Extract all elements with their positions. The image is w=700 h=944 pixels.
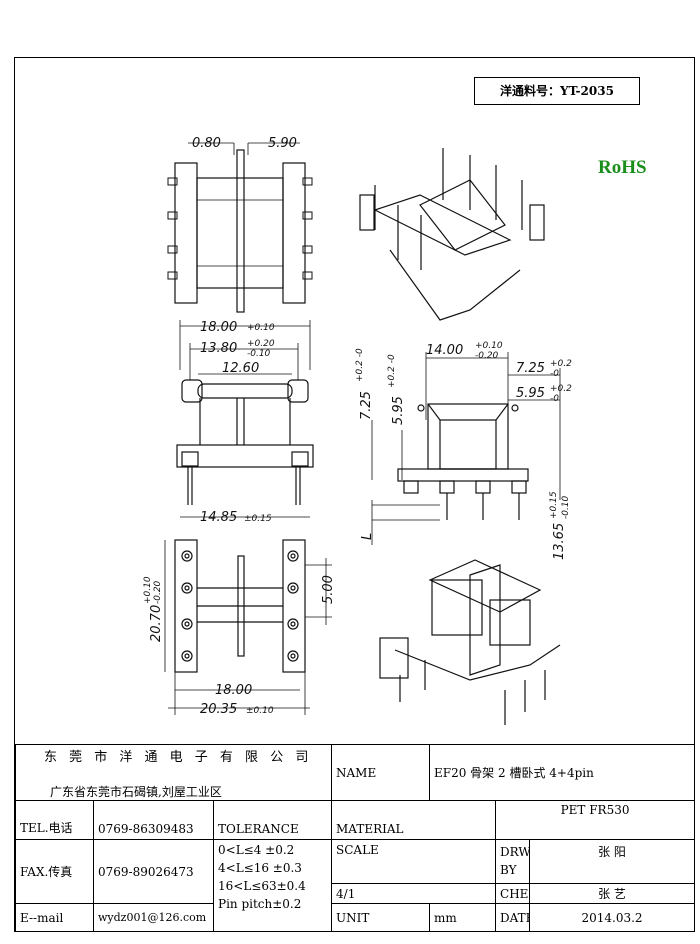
name-label: NAME (331, 744, 431, 801)
material-label: MATERIAL (331, 800, 497, 840)
dim-side-pin-length: L (360, 533, 375, 540)
dim-bottom-width-overall: 20.35 (200, 702, 237, 717)
dim-side-left-h2-tol: +0.2 -0 (387, 354, 397, 388)
isometric-view-top (359, 148, 545, 321)
part-number: 洋通料号：YT-2035 (500, 84, 614, 98)
dim-side-h1-tol-upper: +0.2 (550, 359, 572, 369)
dim-side-height-tol-upper: +0.15 (549, 491, 559, 519)
dim-side-h2-tol-lower: -0 (550, 394, 559, 404)
check-value: 张 艺 (529, 883, 696, 904)
dim-side-width-tol-upper: +0.10 (475, 341, 503, 351)
company-name: 东 莞 市 洋 通 电 子 有 限 公 司 (44, 749, 313, 765)
name-value: EF20 骨架 2 槽卧式 4+4pin (429, 744, 696, 801)
tolerance-label: TOLERANCE (212, 800, 333, 840)
dim-side-height: 13.65 (552, 523, 567, 560)
dim-front-width-inner: 12.60 (222, 361, 259, 376)
top-view (167, 142, 313, 313)
check-label: CHECK (495, 883, 531, 904)
drawing-sheet-border (14, 57, 695, 932)
tolerance-row-4: Pin pitch±0.2 (218, 897, 302, 911)
front-view (176, 320, 314, 518)
dim-front-pin-span-tol: ±0.15 (244, 514, 272, 524)
tolerance-row-3: 16<L≤63±0.4 (218, 879, 306, 893)
fax-label: FAX.传真 (15, 839, 94, 904)
dim-bottom-width-overall-tol: ±0.10 (246, 706, 274, 716)
dim-front-width-body-tol-lower: -0.10 (247, 349, 271, 359)
date-label: DATE (495, 903, 531, 932)
isometric-view-bottom (379, 559, 561, 725)
part-number-box: 洋通料号：YT-2035 (474, 77, 640, 105)
email-label: E--mail (15, 903, 94, 932)
dim-top-d2: 5.90 (268, 136, 297, 151)
unit-value: mm (429, 903, 497, 932)
fax-value: 0769-89026473 (93, 839, 214, 904)
dim-bottom-height-tol-upper: +0.10 (143, 576, 153, 604)
tel-label: TEL.电话 (15, 800, 94, 840)
dim-front-pin-span: 14.85 (200, 510, 237, 525)
scale-label: SCALE (331, 839, 497, 884)
dim-bottom-pitch: 5.00 (321, 575, 336, 604)
bottom-view (164, 539, 332, 715)
drawn-value: 张 阳 (529, 839, 696, 884)
dim-side-h1: 7.25 (516, 361, 545, 376)
dim-side-height-tol-lower: -0.10 (561, 495, 571, 519)
dim-side-h2: 5.95 (516, 386, 545, 401)
dim-side-h2-tol-upper: +0.2 (550, 384, 572, 394)
dim-bottom-width: 18.00 (215, 683, 252, 698)
side-view (371, 352, 561, 545)
dim-front-width-overall: 18.00 (200, 320, 237, 335)
tolerance-row-2: 4<L≤16 ±0.3 (218, 861, 302, 875)
scale-value: 4/1 (331, 883, 497, 904)
dim-bottom-height-tol-lower: -0.20 (153, 580, 163, 604)
tel-value: 0769-86309483 (93, 800, 214, 840)
drawn-label-1: DRWA (500, 845, 530, 859)
unit-label: UNIT (331, 903, 431, 932)
dim-side-left-h1: 7.25 (359, 391, 374, 420)
material-value: PET FR530 (495, 800, 696, 840)
dim-bottom-height: 20.70 (149, 605, 164, 642)
dim-front-width-overall-tol: +0.10 (247, 323, 275, 333)
date-value: 2014.03.2 (529, 903, 696, 932)
dim-side-left-h2: 5.95 (391, 396, 406, 425)
dim-side-left-h1-tol: +0.2 -0 (355, 348, 365, 382)
dim-side-width-tol-lower: -0.20 (475, 351, 499, 361)
title-block: 东 莞 市 洋 通 电 子 有 限 公 司 广东省东莞市石碣镇,刘屋工业区 NA… (14, 744, 696, 932)
dim-front-width-body: 13.80 (200, 341, 237, 356)
rohs-mark: RoHS (598, 157, 647, 178)
email-value: wydz001@126.com (93, 903, 214, 932)
drawn-label-2: BY (500, 863, 517, 877)
company-address: 广东省东莞市石碣镇,刘屋工业区 (50, 784, 222, 799)
tolerance-row-1: 0<L≤4 ±0.2 (218, 843, 295, 857)
dim-top-d1: 0.80 (192, 136, 221, 151)
dim-front-width-body-tol-upper: +0.20 (247, 339, 275, 349)
dim-side-width: 14.00 (426, 343, 463, 358)
dim-side-h1-tol-lower: -0 (550, 369, 559, 379)
